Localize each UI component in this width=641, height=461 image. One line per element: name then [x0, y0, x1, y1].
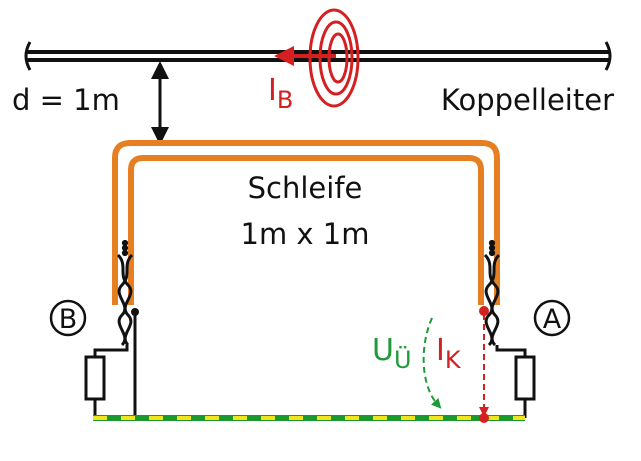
terminal-a: A [533, 299, 571, 337]
twisted-pair-right [483, 239, 501, 347]
node-right-top [479, 306, 489, 316]
distance-label: d = 1m [12, 83, 120, 117]
current-b-label: IB [268, 73, 293, 114]
node-right-bottom [479, 413, 489, 423]
current-k-label: IK [436, 333, 462, 374]
coupling-conductor-label: Koppelleiter [441, 83, 614, 117]
left-circuit [84, 312, 137, 418]
voltage-label: UÜ [372, 333, 412, 374]
right-circuit [495, 345, 536, 418]
terminal-b: B [49, 299, 87, 337]
terminal-a-label: A [543, 304, 562, 335]
loop-label-line1: Schleife [248, 171, 363, 205]
node-left [131, 308, 139, 316]
twisted-pair-left [116, 239, 134, 347]
loop [112, 140, 500, 305]
loop-label-line2: 1m x 1m [241, 217, 370, 251]
voltage-arrow [422, 317, 442, 409]
terminal-b-label: B [59, 304, 78, 335]
coupling-conductor [24, 41, 612, 71]
